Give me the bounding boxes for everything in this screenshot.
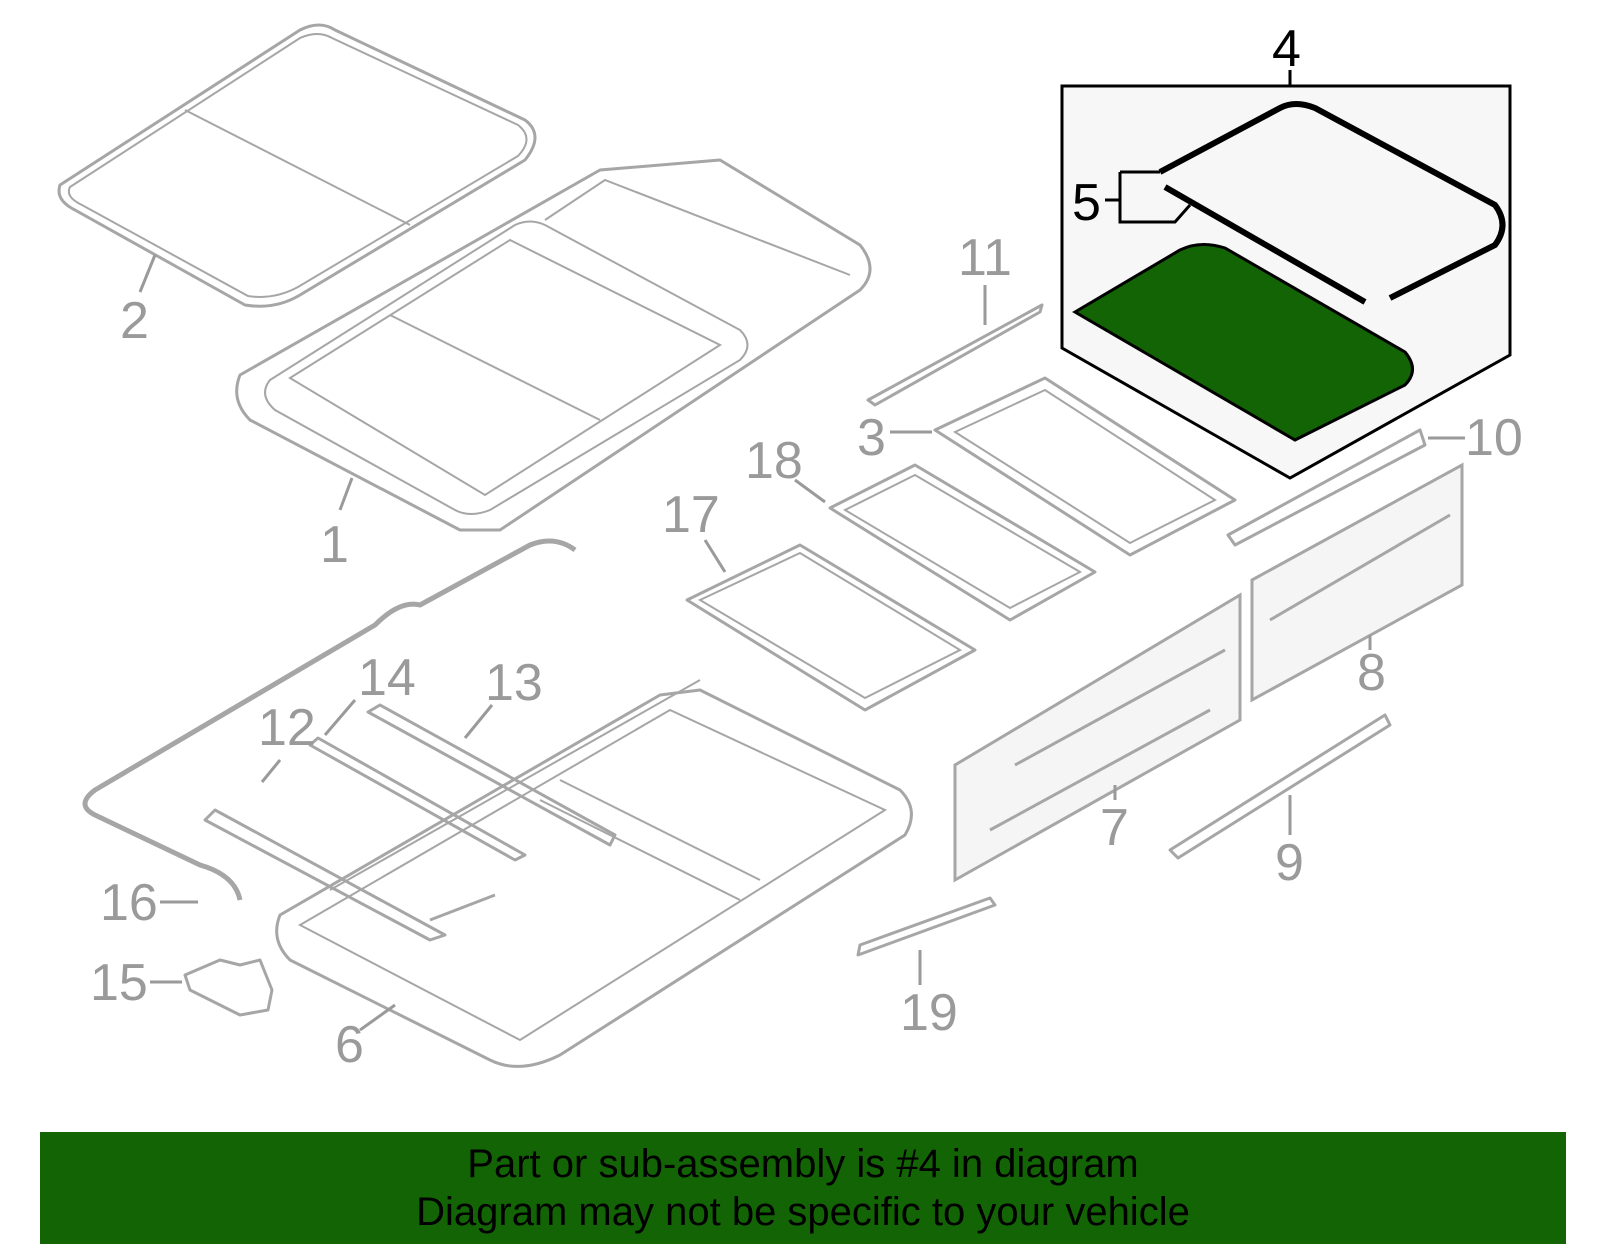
part-notice-banner: Part or sub-assembly is #4 in diagram Di…: [40, 1132, 1566, 1244]
part-3-seal-frame[interactable]: [933, 376, 1237, 557]
part-8-rail-kit[interactable]: [1250, 462, 1464, 703]
callout-18: 18: [745, 432, 803, 490]
part-19-cable[interactable]: [856, 896, 997, 957]
callout-8: 8: [1357, 644, 1386, 702]
callout-7: 7: [1100, 799, 1129, 857]
callout-12: 12: [258, 699, 316, 757]
part-17-shade[interactable]: [685, 543, 977, 712]
callout-6: 6: [335, 1016, 364, 1074]
callout-13: 13: [485, 654, 543, 712]
callout-11: 11: [958, 229, 1012, 287]
part-11-deflector[interactable]: [866, 303, 1044, 407]
callout-19: 19: [900, 984, 958, 1042]
callout-5: 5: [1072, 174, 1101, 232]
banner-line-1: Part or sub-assembly is #4 in diagram: [467, 1142, 1139, 1186]
part-16-drain-hose[interactable]: [82, 538, 577, 901]
part-2-glass-panel[interactable]: [57, 23, 537, 308]
part-6-lower-frame[interactable]: [275, 679, 913, 1068]
banner-line-2: Diagram may not be specific to your vehi…: [416, 1190, 1190, 1234]
callout-3: 3: [857, 409, 886, 467]
callout-14: 14: [358, 649, 416, 707]
part-13-rail[interactable]: [366, 703, 617, 847]
part-12-rail[interactable]: [203, 808, 496, 942]
part-15-motor[interactable]: [183, 958, 274, 1017]
part-10-bracket[interactable]: [1226, 428, 1427, 547]
callout-16: 16: [100, 874, 158, 932]
callout-2: 2: [120, 292, 149, 350]
part-4-sunroof-assembly[interactable]: [1060, 70, 1512, 480]
callout-15: 15: [90, 954, 148, 1012]
part-14-rail[interactable]: [308, 736, 527, 862]
leader-lines: [138, 254, 1465, 1032]
callout-10: 10: [1465, 409, 1523, 467]
callout-17: 17: [662, 486, 720, 544]
callout-9: 9: [1275, 834, 1304, 892]
part-9-bracket[interactable]: [1168, 713, 1392, 860]
callout-1: 1: [320, 516, 349, 574]
callout-4: 4: [1272, 20, 1301, 78]
part-18-shade[interactable]: [828, 463, 1097, 622]
part-1-frame[interactable]: [235, 158, 872, 532]
part-7-rail-kit[interactable]: [953, 592, 1242, 883]
